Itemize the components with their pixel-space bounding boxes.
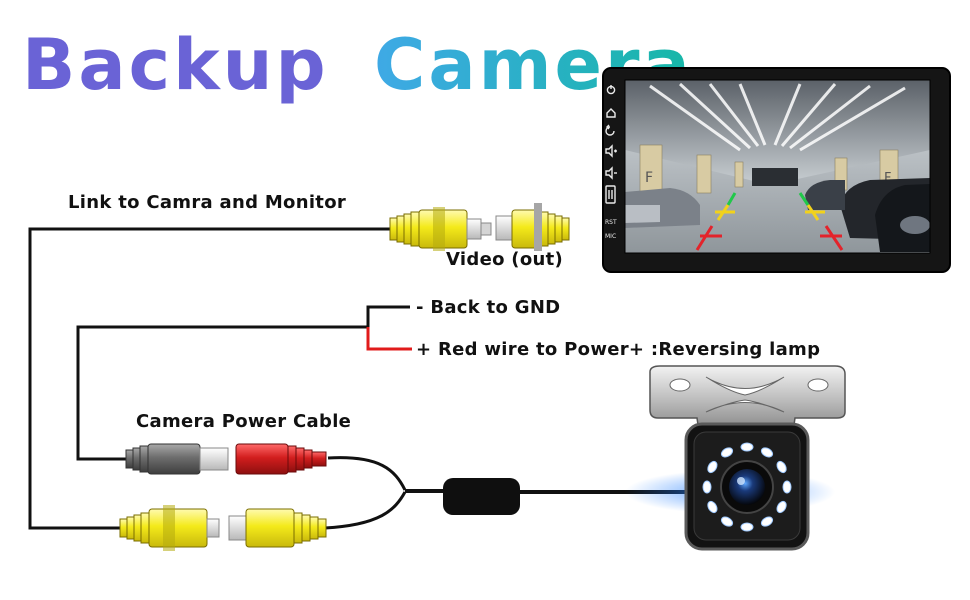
monitor-screen: F F bbox=[625, 80, 930, 253]
camera-led bbox=[741, 523, 753, 531]
backup-camera bbox=[625, 366, 845, 549]
gnd-label: - Back to GND bbox=[416, 297, 560, 318]
rca-red-connector bbox=[236, 444, 326, 474]
rca-male-connector-top bbox=[390, 207, 491, 251]
camera-lens bbox=[729, 469, 765, 505]
red-power-wire bbox=[368, 327, 412, 349]
rca-gray-connector bbox=[126, 444, 228, 474]
rca-yellow-male-connector-bottom bbox=[120, 505, 219, 551]
camera-led bbox=[703, 481, 711, 493]
camera-led bbox=[783, 481, 791, 493]
link-label: Link to Camra and Monitor bbox=[68, 192, 346, 213]
rca-yellow-female-connector-bottom bbox=[229, 509, 326, 547]
power-label: + Red wire to Power+ :Reversing lamp bbox=[416, 339, 820, 360]
gnd-wire bbox=[368, 307, 410, 327]
splitter-block bbox=[443, 478, 520, 515]
rst-label: RST bbox=[605, 219, 617, 226]
parked-cars-left bbox=[625, 188, 700, 228]
car-monitor: RST MIC bbox=[603, 68, 950, 272]
mic-label: MIC bbox=[605, 233, 616, 240]
pillar-sign-left: F bbox=[645, 170, 653, 186]
camera-led bbox=[741, 443, 753, 451]
power-cable-label: Camera Power Cable bbox=[136, 411, 351, 432]
rca-female-connector-top bbox=[496, 203, 569, 251]
video-out-label: Video (out) bbox=[446, 249, 563, 270]
power-cable-wire bbox=[78, 327, 368, 459]
video-wire bbox=[30, 229, 390, 528]
